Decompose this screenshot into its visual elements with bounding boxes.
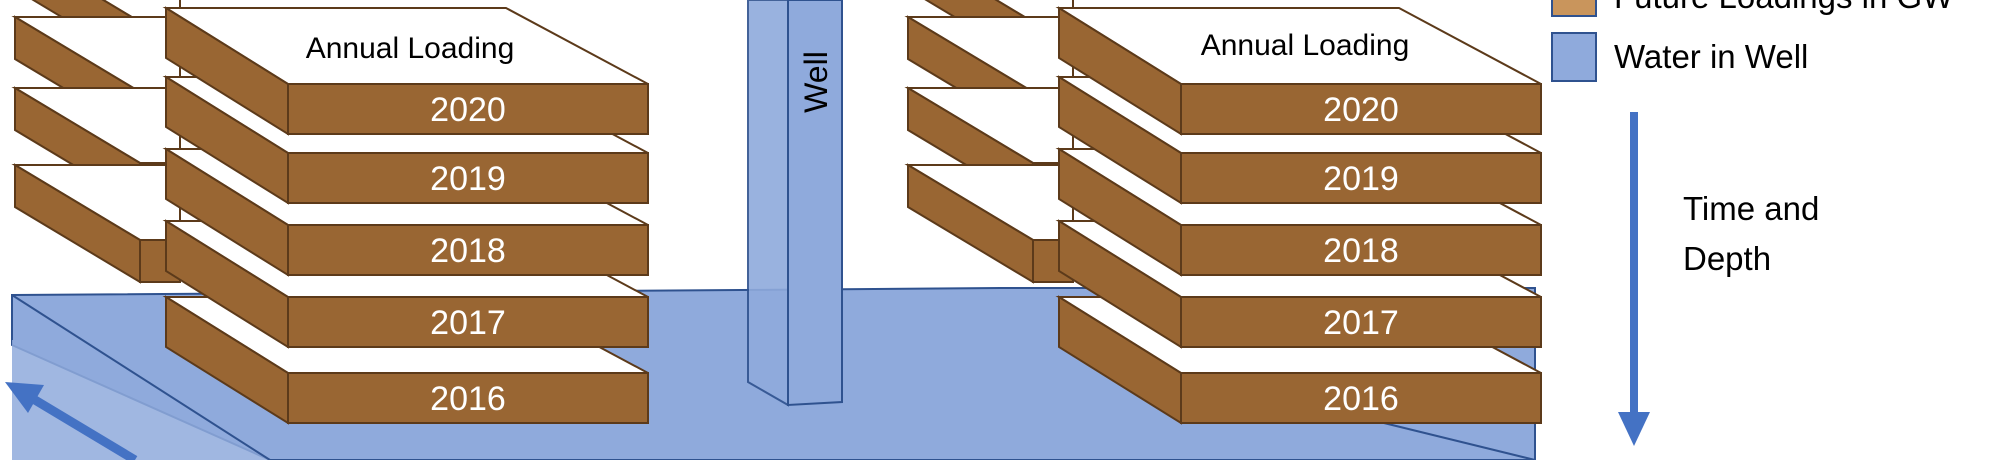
time-depth-label-line1: Time and — [1683, 190, 1819, 227]
year-slab-2020: 2020 — [1055, 6, 1542, 136]
slab-front — [1180, 83, 1542, 135]
legend: Future Loadings in GW Water in Well — [1551, 0, 1954, 82]
year-label: 2019 — [1323, 160, 1399, 198]
legend-swatch — [1551, 0, 1597, 17]
year-slab-2016: 2016 — [1055, 295, 1542, 425]
slab-front — [1180, 296, 1542, 348]
arrow-up-left-icon — [5, 382, 138, 464]
year-label: 2016 — [430, 380, 506, 418]
right-back-stack — [904, 0, 1074, 284]
well-column: Well — [747, 0, 843, 407]
year-label: 2019 — [430, 160, 506, 198]
left-annual-loading-stack: 2016 2017 2018 2019 2020 Annual Loading — [162, 6, 649, 425]
year-slab-2020: 2020 — [162, 6, 649, 136]
slab-front — [287, 372, 649, 424]
year-label: 2017 — [1323, 304, 1399, 342]
slab-front — [287, 83, 649, 135]
year-label: 2017 — [430, 304, 506, 342]
slab-front — [1180, 224, 1542, 276]
time-depth-label-line2: Depth — [1683, 240, 1771, 277]
legend-swatch — [1551, 32, 1597, 82]
left-back-stack — [11, 0, 181, 284]
legend-item-water-in-well: Water in Well — [1551, 32, 1808, 82]
right-annual-loading-stack: 2016 2017 2018 2019 2020 Annual Loading — [1055, 6, 1542, 425]
back-slab — [904, 163, 1074, 284]
back-slab — [11, 163, 181, 284]
legend-label: Future Loadings in GW — [1614, 0, 1954, 15]
annual-loading-header: Annual Loading — [1201, 29, 1410, 62]
year-label: 2018 — [1323, 232, 1399, 270]
time-depth-indicator: Time and Depth — [1618, 112, 1819, 446]
year-label: 2018 — [430, 232, 506, 270]
slab-front — [1180, 152, 1542, 204]
slab-front — [287, 296, 649, 348]
year-label: 2016 — [1323, 380, 1399, 418]
slab-front — [287, 152, 649, 204]
annual-loading-header: Annual Loading — [306, 32, 515, 65]
arrow-down-icon — [1618, 112, 1650, 446]
year-label: 2020 — [430, 91, 506, 129]
legend-item-future-loadings: Future Loadings in GW — [1551, 0, 1954, 17]
well-label: Well — [798, 51, 834, 113]
legend-label: Water in Well — [1614, 38, 1808, 75]
slab-front — [1180, 372, 1542, 424]
year-label: 2020 — [1323, 91, 1399, 129]
slab-front — [287, 224, 649, 276]
